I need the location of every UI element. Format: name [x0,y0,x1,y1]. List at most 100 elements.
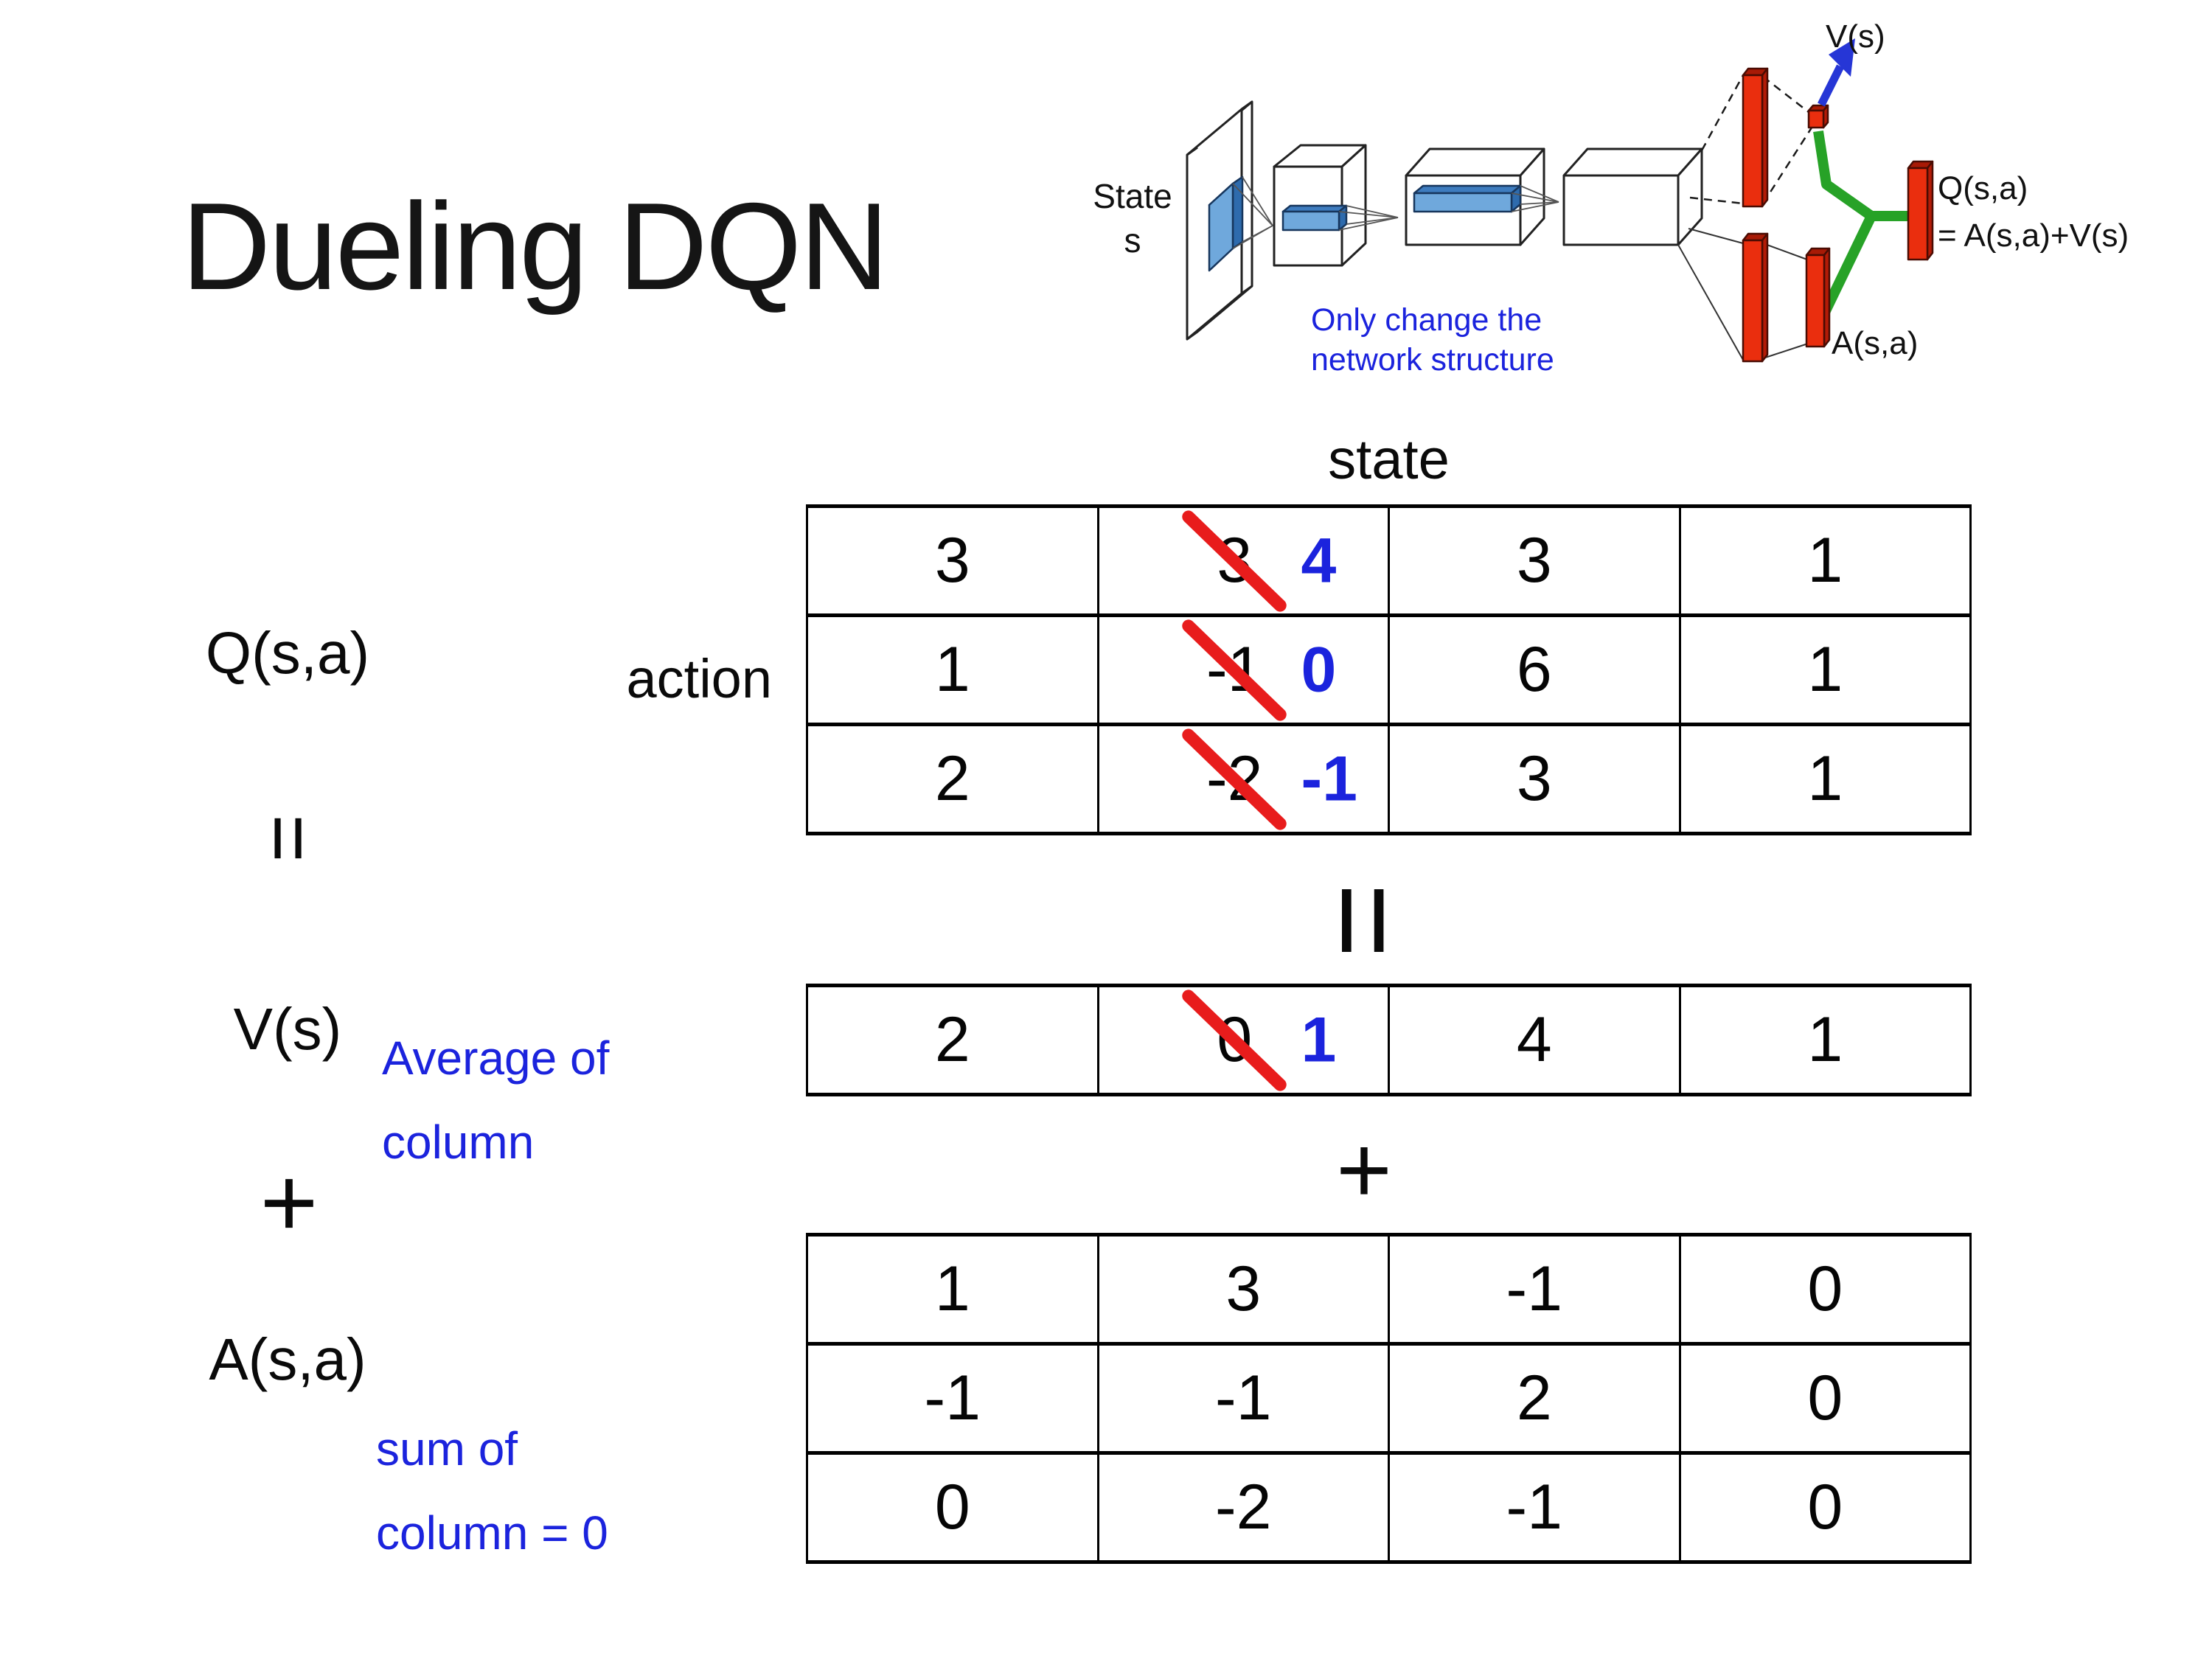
table-cell-crossed: 3 4 [1099,507,1390,614]
cell-value: 3 [1516,743,1552,814]
value-stream-links [1689,74,1815,205]
diagram-a-label: A(s,a) [1832,325,1918,361]
cell-value: 6 [1516,634,1552,705]
table-cell: 1 [1681,726,1970,832]
table-cell: 1 [1681,617,1970,723]
table-cell: 0 [1681,1346,1970,1451]
table-cell: 0 [1681,1237,1970,1342]
network-diagram: State s V(s) Q(s,a) = A(s,a)+V(s) A(s,a)… [1093,18,2129,378]
cell-value: 0 [1807,1253,1843,1324]
table-cell: 1 [1681,508,1970,613]
table-cell: 3 [1390,508,1681,613]
q-table: 3 3 4 3 1 1 -1 0 6 1 2 -2 -1 3 1 [806,504,1972,835]
table-cell: -1 [1390,1455,1681,1560]
cell-value: 0 [1807,1363,1843,1433]
struck-old-value: 3 [1180,507,1290,614]
table-cell: 2 [1390,1346,1681,1451]
diagram-q-label-line1: Q(s,a) [1938,170,2028,206]
fc-bar-value-hidden [1742,67,1769,208]
cell-value: 1 [1807,1004,1843,1075]
cell-value: -1 [924,1363,981,1433]
conv-box-3 [1562,147,1703,246]
table-cell: 2 [808,987,1099,1093]
q-output-bar [1907,160,1934,261]
red-strike-icon [1180,616,1290,723]
sum-note-line2: column = 0 [376,1506,608,1559]
a-sa-label: A(s,a) [209,1326,366,1392]
table-cell: 3 [808,508,1099,613]
corrected-value: 0 [1301,634,1337,705]
table-cell: 1 [808,1237,1099,1342]
table-cell: 4 [1390,987,1681,1093]
table-cell: -1 [1099,1346,1390,1451]
feature-map-1 [1281,204,1348,232]
cell-value: 1 [934,634,970,705]
table-cell: -1 [1390,1237,1681,1342]
average-note-line1: Average of [382,1032,610,1085]
cell-value: -2 [1215,1472,1272,1543]
cell-value: 2 [934,743,970,814]
conv3-projection-lines [1511,185,1559,212]
cell-value: 4 [1516,1004,1552,1075]
table-cell-crossed: -1 0 [1099,616,1390,723]
table-cell-crossed: -2 -1 [1099,726,1390,832]
table-row: 1 3 -1 0 [808,1237,1969,1346]
sum-note-line1: sum of [376,1422,518,1475]
diagram-v-label: V(s) [1826,18,1885,55]
cell-value: 1 [1807,743,1843,814]
table-cell: -2 [1099,1455,1390,1560]
table-cell: 1 [808,617,1099,723]
cell-value: 3 [1516,525,1552,596]
corrected-value: -1 [1301,743,1358,814]
corrected-value: 1 [1301,1004,1337,1075]
advantage-stream-links [1677,228,1811,361]
table-cell: 0 [808,1455,1099,1560]
feature-map-2 [1413,184,1522,213]
cell-value: 0 [1807,1472,1843,1543]
table-cell: 3 [1099,1237,1390,1342]
v-table: 2 0 1 4 1 [806,984,1972,1096]
value-arrow-icon [1818,38,1855,107]
table-cell: 1 [1681,987,1970,1093]
action-label: action [626,648,772,709]
cell-value: 1 [1807,525,1843,596]
page-title: Dueling DQN [181,177,889,316]
cell-value: 2 [934,1004,970,1075]
diagram-state-label: State [1093,177,1172,215]
red-strike-icon [1180,987,1290,1093]
table-row: -1 -1 2 0 [808,1346,1969,1455]
table-row: 1 -1 0 6 1 [808,616,1970,726]
diagram-note-line2: network structure [1311,342,1554,378]
table-cell: 6 [1390,617,1681,723]
value-output-node [1807,104,1829,129]
table-cell: -1 [808,1346,1099,1451]
a-table: 1 3 -1 0 -1 -1 2 0 0 -2 -1 0 [806,1233,1972,1564]
diagram-q-label-line2: = A(s,a)+V(s) [1938,218,2129,254]
table-cell: 2 [808,726,1099,832]
cell-value: 1 [934,1253,970,1324]
q-sa-label: Q(s,a) [205,620,370,686]
conv1-projection-lines [1232,176,1273,249]
average-note-line2: column [382,1116,535,1169]
equals-sign-middle: = [1292,882,1436,959]
struck-old-value: -2 [1180,726,1290,832]
table-row: 2 0 1 4 1 [808,987,1969,1093]
equals-sign-left: = [243,814,335,863]
cell-value: 3 [934,525,970,596]
struck-old-value: 0 [1180,987,1290,1093]
red-strike-icon [1180,726,1290,832]
table-row: 2 -2 -1 3 1 [808,726,1969,832]
cell-value: 0 [934,1472,970,1543]
table-cell: 3 [1390,726,1681,832]
red-strike-icon [1180,507,1290,614]
cell-value: 1 [1807,634,1843,705]
cell-value: 3 [1225,1253,1262,1324]
table-row: 3 3 4 3 1 [808,507,1970,617]
cell-value: 2 [1516,1363,1552,1433]
conv2-projection-lines [1338,205,1399,231]
cell-value: -1 [1506,1472,1562,1543]
plus-sign-left: + [260,1146,319,1258]
state-header: state [1328,428,1450,491]
struck-old-value: -1 [1180,616,1290,723]
